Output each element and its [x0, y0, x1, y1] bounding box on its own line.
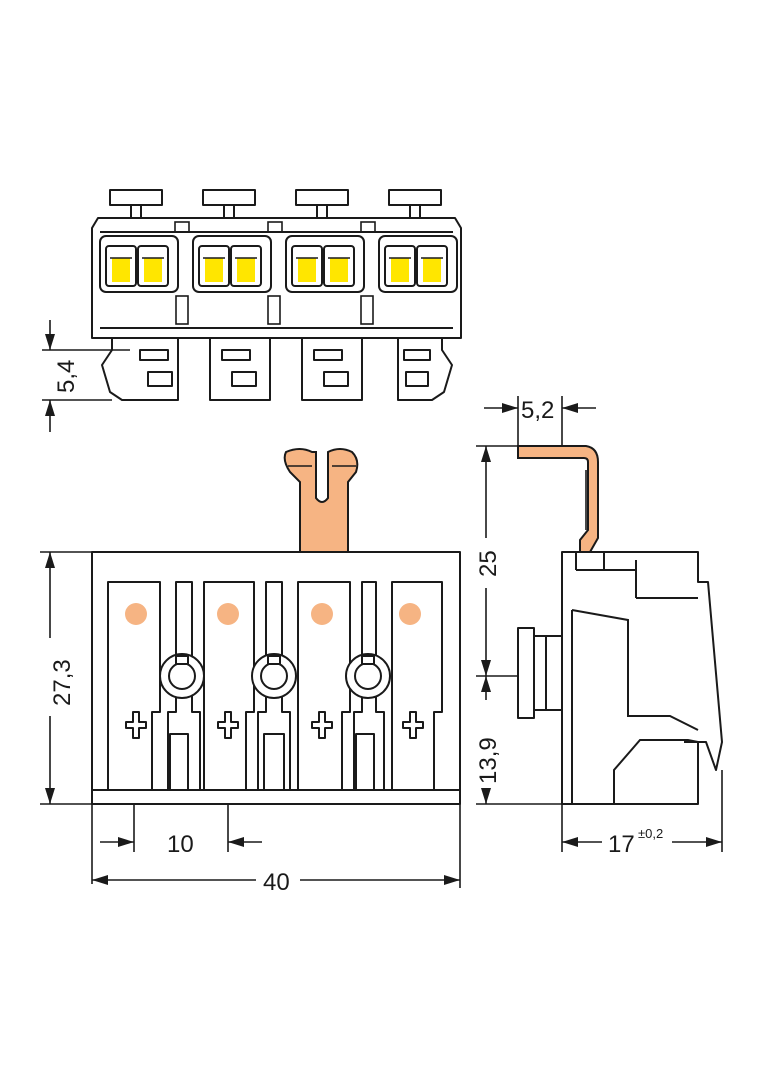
dim-label-40: 40 [263, 869, 290, 896]
release-lever [237, 258, 255, 282]
test-slots [125, 711, 424, 739]
latch-feet [101, 337, 453, 401]
clamp-modules [99, 235, 458, 293]
dim-25: 25 [475, 445, 518, 677]
dim-5-2: 5,2 [484, 396, 596, 446]
side-contact-tab [517, 445, 599, 553]
dim-5-4: 5,4 [42, 320, 130, 432]
dim-label-27-3: 27,3 [49, 659, 76, 706]
dim-10: 10 [91, 804, 262, 884]
dim-17: 17 ±0,2 [561, 770, 723, 858]
release-lever [112, 258, 130, 282]
contact-tab [283, 448, 359, 553]
top-housing [91, 217, 462, 339]
dim-label-5-2: 5,2 [521, 397, 554, 424]
contact-dot [399, 603, 421, 625]
dim-label-17: 17 [608, 831, 635, 858]
front-view [91, 448, 461, 805]
release-lever [144, 258, 162, 282]
dim-label-25: 25 [475, 550, 502, 577]
contact-dot [217, 603, 239, 625]
contact-columns [107, 581, 443, 791]
mounting-holes [159, 653, 391, 699]
release-lever [330, 258, 348, 282]
side-housing [561, 551, 723, 805]
side-view [517, 445, 723, 805]
dim-27-3: 27,3 [40, 551, 92, 805]
dim-label-5-4: 5,4 [53, 360, 80, 393]
contact-dot [311, 603, 333, 625]
dim-40: 40 [92, 804, 461, 896]
top-view [91, 189, 462, 401]
dim-label-17-tolerance: ±0,2 [638, 826, 663, 841]
release-lever [391, 258, 409, 282]
dim-label-10: 10 [167, 831, 194, 858]
release-lever [205, 258, 223, 282]
release-lever [298, 258, 316, 282]
dim-13-9: 13,9 [475, 676, 562, 805]
dim-label-13-9: 13,9 [475, 737, 502, 784]
contact-dot [125, 603, 147, 625]
release-lever [423, 258, 441, 282]
